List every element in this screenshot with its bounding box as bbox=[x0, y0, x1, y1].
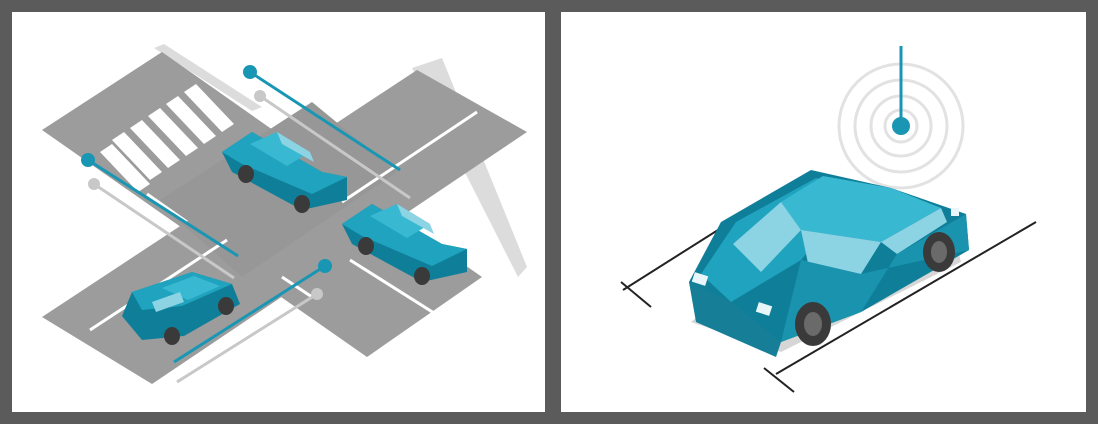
sensor-pole-bottom bbox=[173, 259, 332, 384]
sensor-pole bbox=[892, 46, 910, 135]
parking-panel bbox=[561, 12, 1086, 412]
intersection-panel bbox=[12, 12, 545, 412]
parked-car bbox=[689, 170, 969, 357]
car-right bbox=[342, 204, 467, 285]
roads bbox=[42, 52, 527, 384]
sensor-pole-top bbox=[243, 65, 411, 200]
sensor-pole-left bbox=[81, 153, 239, 280]
car-top bbox=[222, 132, 347, 213]
parking-lines bbox=[620, 186, 1037, 393]
parking-illustration bbox=[620, 46, 1037, 393]
car-bottom bbox=[122, 272, 240, 345]
crosswalk bbox=[100, 84, 234, 192]
intersection-illustration bbox=[42, 44, 527, 384]
